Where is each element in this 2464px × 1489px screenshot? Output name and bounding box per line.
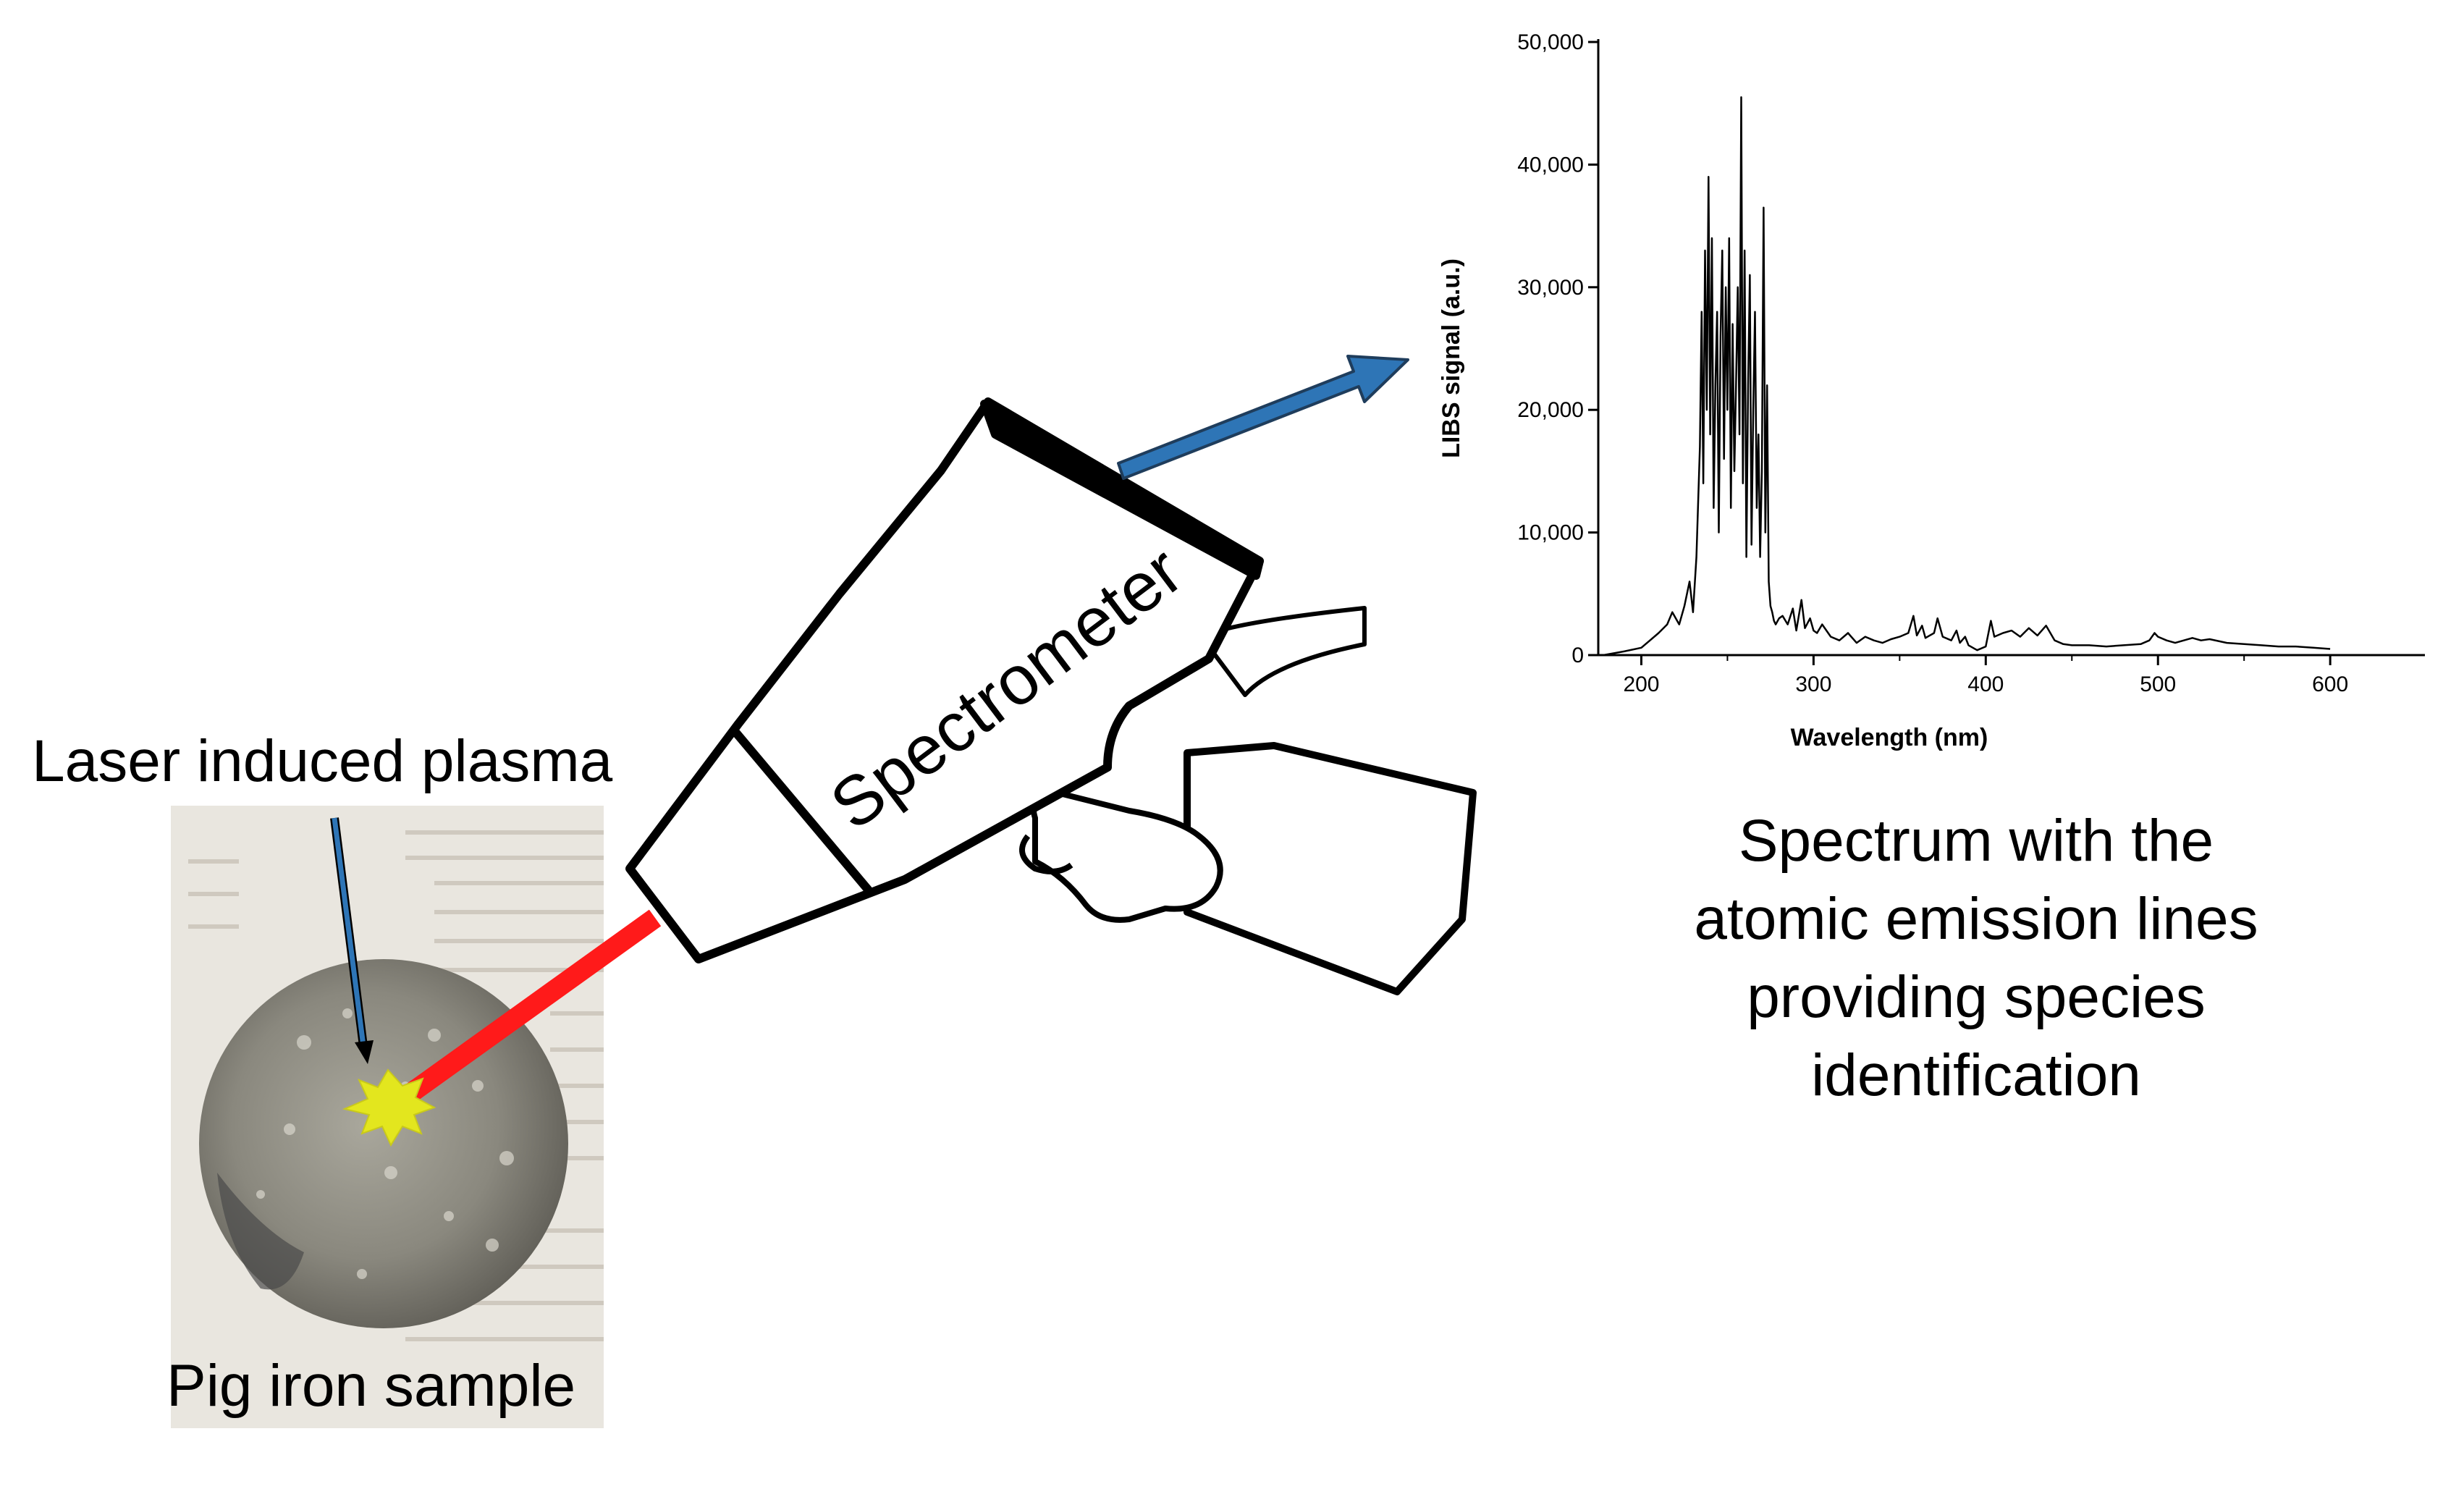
x-axis-title: Wavelength (nm) — [1791, 724, 1988, 751]
chart-axes — [1597, 39, 2425, 657]
x-tick-label: 300 — [1795, 672, 1831, 696]
plasma-spark-icon — [342, 1068, 436, 1147]
spectrum-line — [1603, 96, 2331, 657]
x-tick-label: 200 — [1623, 672, 1659, 696]
y-tick-label: 20,000 — [1517, 398, 1584, 422]
iron-texture — [256, 1008, 514, 1279]
x-tick-label: 600 — [2312, 672, 2348, 696]
y-tick-label: 50,000 — [1517, 30, 1584, 54]
x-tick-label: 400 — [1967, 672, 2004, 696]
plasma-pointer-arrow — [330, 817, 374, 1064]
hand-fingers — [1031, 790, 1223, 923]
laser-plasma-label: Laser induced plasma — [32, 728, 613, 794]
device-nose-divider — [731, 728, 872, 893]
laser-beam — [402, 909, 662, 1103]
spectrum-chart: 0 10,000 20,000 30,000 40,000 50,000 200 300 400… — [1438, 30, 2425, 751]
spectrometer-device — [625, 397, 1477, 995]
spectrum-caption: Spectrum with the atomic emission lines … — [1694, 808, 2258, 1108]
hand-wrist — [1199, 606, 1367, 697]
x-tick-label: 500 — [2140, 672, 2176, 696]
device-top-rail — [980, 400, 1264, 580]
y-axis-title: LIBS signal (a.u.) — [1438, 258, 1465, 458]
iron-dark-chip — [217, 1173, 304, 1290]
output-arrow — [1117, 355, 1409, 480]
chart-series — [1603, 96, 2331, 657]
device-handle — [1184, 742, 1477, 995]
sample-label: Pig iron sample — [166, 1353, 576, 1419]
y-tick-label: 0 — [1571, 644, 1584, 667]
y-tick-label: 40,000 — [1517, 153, 1584, 177]
device-body — [625, 397, 1264, 963]
hand-thumb — [1019, 834, 1073, 874]
y-tick-label: 10,000 — [1517, 521, 1584, 545]
chart-ticks: 0 10,000 20,000 30,000 40,000 50,000 200 300 400… — [1517, 30, 2348, 696]
y-tick-label: 30,000 — [1517, 276, 1584, 300]
